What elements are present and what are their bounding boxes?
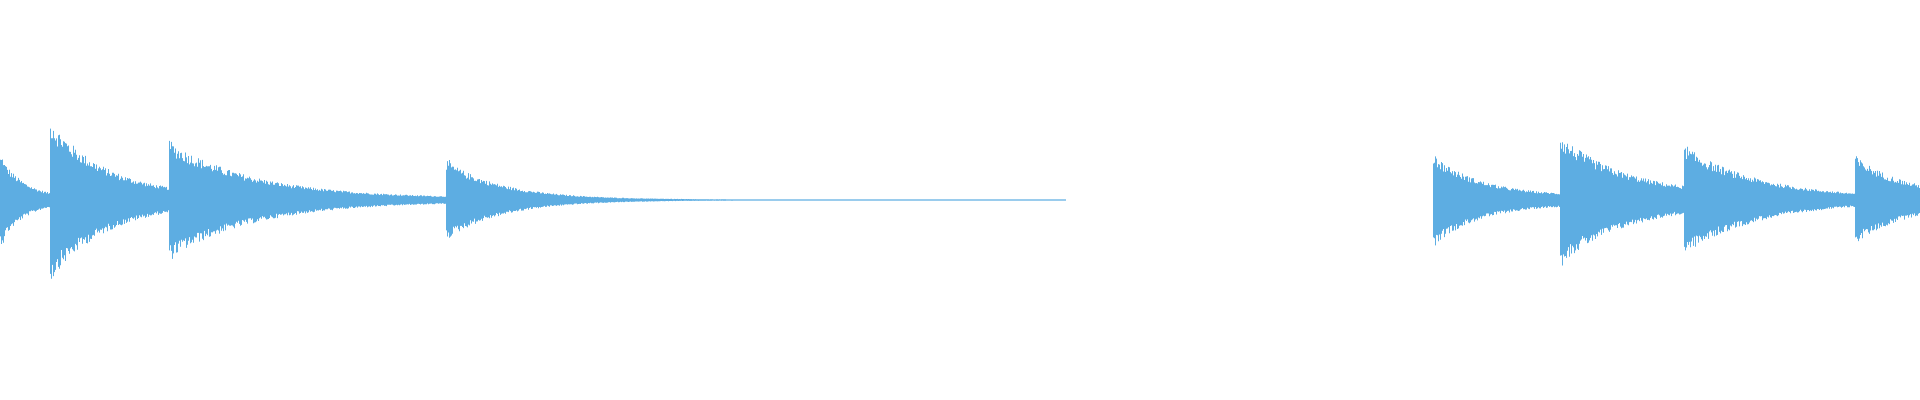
waveform-path bbox=[0, 128, 1920, 279]
waveform-bars bbox=[0, 128, 1920, 279]
